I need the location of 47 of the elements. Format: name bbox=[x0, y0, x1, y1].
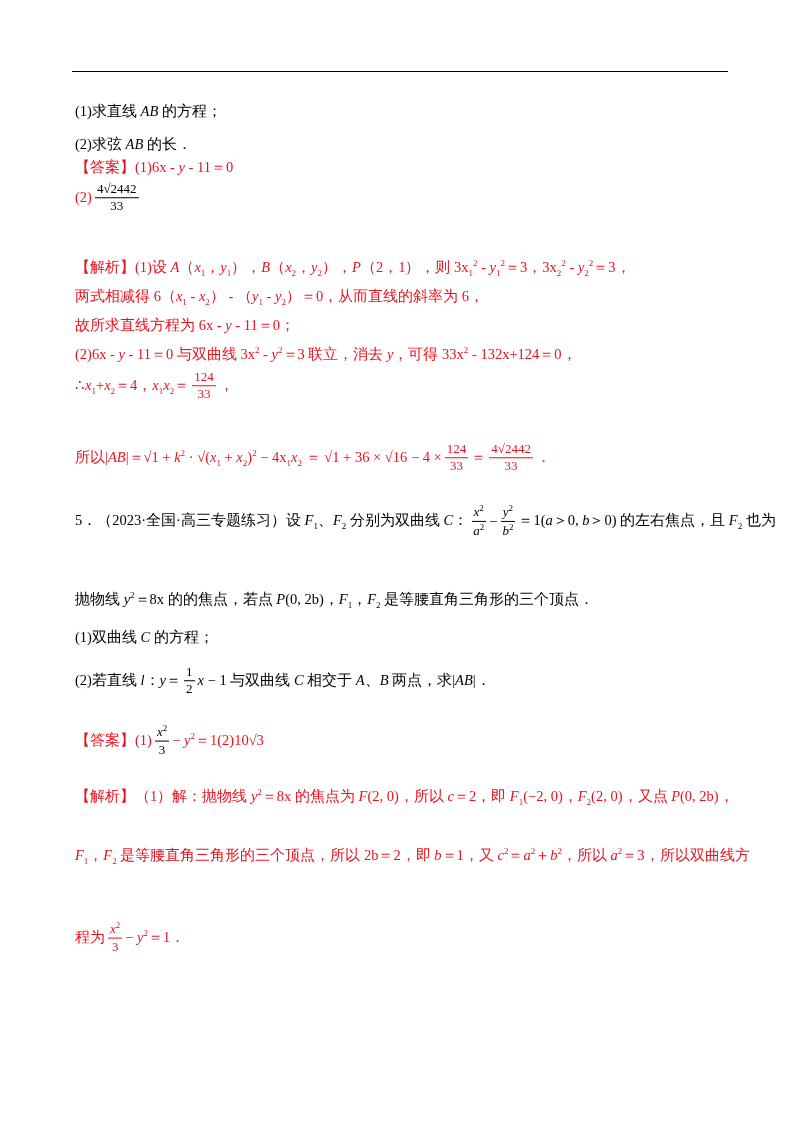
fraction-denominator: 3 bbox=[110, 938, 120, 955]
math-text: ． bbox=[170, 927, 186, 947]
math-text: ∴x$_{1}$+x$_{2}$＝4，x$_{1}$x$_{2}$＝ bbox=[75, 376, 190, 396]
math-text: (2)若直线 l：y＝ bbox=[75, 671, 181, 691]
fraction-denominator: 33 bbox=[449, 458, 465, 475]
math-text: − bbox=[489, 512, 498, 530]
math-text: 【答案】(1)6x - y - 11＝0 bbox=[75, 157, 234, 177]
fraction-numerator: x$^{2}$ bbox=[471, 502, 486, 522]
fraction-denominator: 33 bbox=[109, 198, 125, 215]
math-text: (1)双曲线 C 的方程； bbox=[75, 627, 214, 647]
math-text: (2)求弦 AB 的长． bbox=[75, 134, 192, 154]
math-text: ． bbox=[535, 448, 551, 468]
fraction-denominator: 33 bbox=[503, 458, 519, 475]
math-text: ＝1(a＞0, b＞0) 的左右焦点，且 F$_{2}$ 也为 bbox=[518, 511, 776, 531]
fraction-denominator: a$^{2}$ bbox=[472, 521, 486, 540]
math-text: − y$^{2}$＝1 bbox=[125, 927, 171, 947]
fraction-denominator: 2 bbox=[185, 681, 194, 698]
math-text: 【答案】(1) bbox=[75, 730, 152, 750]
math-text: 10√3 bbox=[234, 731, 264, 749]
math-text: 【解析】（1）解：抛物线 y$^{2}$＝8x 的焦点为 F(2, 0)，所以 c＝2，即 F$_{1}$(−2, 0)，F$_{2}$(2, 0)，又点 P(0, 2b)， bbox=[75, 787, 734, 807]
fraction-denominator: b$^{2}$ bbox=[501, 521, 515, 540]
math-text: ＝ bbox=[471, 448, 487, 468]
math-text: (1)求直线 AB 的方程； bbox=[75, 101, 222, 121]
math-text: x − 1 与双曲线 C 相交于 A、B 两点，求|AB|． bbox=[197, 671, 491, 691]
math-text: 所以|AB|＝√1 + k$^{2}$ · √(x$_{1}$ + x$_{2}$)$^{2}$ − 4x$_{1}$x$_{2}$ ＝ √1 + 36 × √16 − 4 × bbox=[75, 448, 442, 468]
math-text: (2) bbox=[217, 731, 235, 749]
math-text: 故所求直线方程为 6x - y - 11＝0； bbox=[75, 315, 295, 335]
math-text: 程为 bbox=[75, 927, 105, 947]
fraction-denominator: 33 bbox=[196, 386, 212, 403]
fraction-numerator: 124 bbox=[444, 441, 469, 459]
fraction-numerator: 4√2442 bbox=[489, 441, 533, 459]
math-text: (2)6x - y - 11＝0 与双曲线 3x$^{2}$ - y$^{2}$＝3 联立，消去 y，可得 33x$^{2}$ - 132x+124＝0， bbox=[75, 344, 577, 364]
fraction-numerator: x$^{2}$ bbox=[108, 919, 123, 939]
fraction-denominator: 3 bbox=[157, 741, 167, 758]
math-text: − y$^{2}$＝1 bbox=[172, 730, 218, 750]
math-text: 两式相减得 6（x$_{1}$ - x$_{2}$） - （y$_{1}$ - y$_{2}$）＝0，从而直线的斜率为 6， bbox=[75, 287, 485, 307]
fraction-numerator: y$^{2}$ bbox=[500, 502, 515, 522]
math-text: 抛物线 y$^{2}$＝8x 的的焦点，若点 P(0, 2b)，F$_{1}$，F$_{2}$ 是等腰直角三角形的三个顶点． bbox=[75, 590, 595, 610]
fraction-numerator: 4√2442 bbox=[94, 181, 139, 199]
fraction-numerator: 1 bbox=[184, 664, 195, 682]
math-text: (2) bbox=[75, 189, 92, 207]
math-text: ， bbox=[218, 376, 234, 396]
fraction-numerator: 124 bbox=[192, 369, 216, 387]
fraction-numerator: x$^{2}$ bbox=[154, 722, 170, 742]
math-text: 5．（2023·全国·高三专题练习）设 F$_{1}$、F$_{2}$ 分别为双曲线 C： bbox=[75, 511, 469, 531]
math-text: F$_{1}$，F$_{2}$ 是等腰直角三角形的三个顶点，所以 2b＝2，即 b＝1，又 c$^{2}$＝a$^{2}$＋b$^{2}$，所以 a$^{2}$＝3，所以双曲线方 bbox=[75, 846, 750, 866]
math-text: 【解析】(1)设 A（x$_{1}$，y$_{1}$），B（x$_{2}$，y$_{2}$），P（2，1），则 3x$_{1}$$^{2}$ - y$_{1}$$^{2}$＝3，3x$_{2}$$^{2}$ - y$_{2}$$^{2}$＝3， bbox=[75, 258, 631, 278]
